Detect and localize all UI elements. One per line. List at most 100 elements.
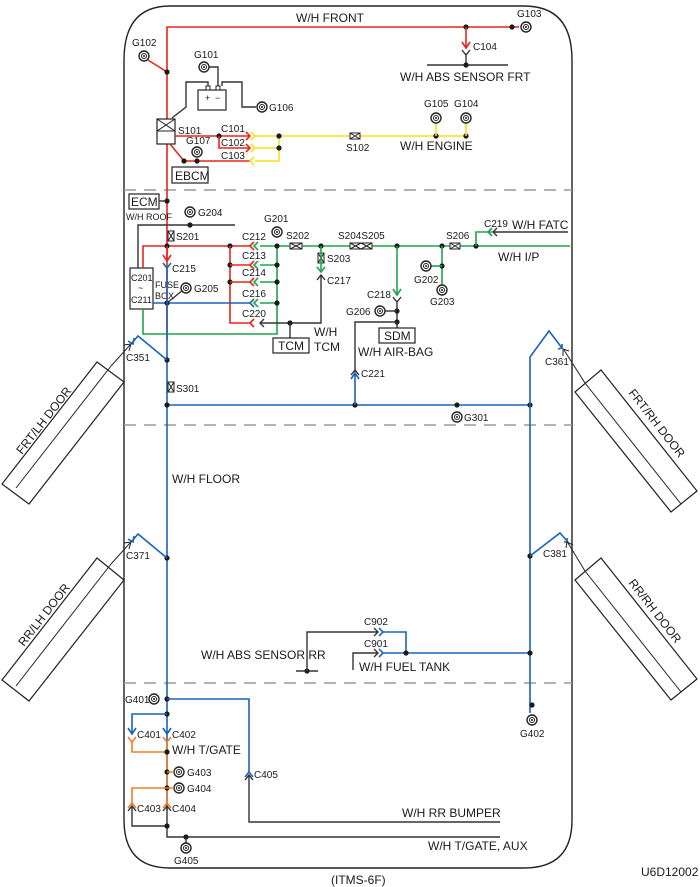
harness-label-floor: W/H FLOOR (172, 472, 240, 486)
connector-label-c901: C901 (364, 639, 388, 650)
ground-icon (184, 206, 196, 218)
ground-label-g104: G104 (454, 99, 479, 110)
junction (454, 402, 460, 408)
door-rr-lh: RR/LH DOOR (1, 541, 132, 702)
door-rr-rh: RR/RH DOOR (565, 541, 698, 701)
connector-arrow (245, 131, 252, 141)
wire (131, 713, 167, 733)
connector-arrow (259, 318, 265, 328)
harness-label-rr-bumper: W/H RR BUMPER (402, 806, 501, 820)
ebcm-module (171, 166, 209, 184)
connector-label-c402: C402 (172, 730, 196, 741)
tcm-module (272, 337, 310, 354)
ebcm-label: EBCM (175, 169, 210, 183)
wire (306, 631, 378, 671)
ground-icon (526, 714, 538, 726)
wire (435, 122, 467, 136)
ground-label-g205: G205 (194, 284, 219, 295)
ground-label-g107: G107 (186, 136, 211, 147)
ground-icon (180, 282, 192, 294)
connector-label-c214: C214 (242, 268, 266, 279)
junction (527, 650, 533, 656)
sdm-module (378, 327, 416, 344)
wire (255, 148, 280, 162)
connector-label-c101: C101 (221, 124, 245, 135)
connector-arrow (350, 371, 360, 380)
connector-arrow (316, 266, 326, 274)
ground-label-g202: G202 (414, 275, 439, 286)
junction (463, 62, 469, 68)
junction (181, 158, 187, 164)
connector-arrow (248, 298, 255, 308)
connector-label-c404: C404 (172, 804, 196, 815)
connector-label-c215: C215 (172, 264, 196, 275)
connector-arrow (244, 770, 254, 778)
tcm-label: TCM (278, 339, 304, 353)
ground-icon (173, 766, 185, 778)
junction (274, 262, 280, 268)
connector-label-c361: C361 (545, 357, 569, 368)
ground-label-g106: G106 (269, 103, 294, 114)
connector-arrow (250, 131, 257, 141)
harness-label-fatc: W/H FATC (512, 218, 569, 232)
wire (131, 742, 168, 807)
junction (274, 279, 280, 285)
junction (164, 198, 170, 204)
wire (255, 136, 280, 149)
connector-arrow (245, 143, 252, 153)
wire (378, 648, 530, 658)
ground-icon (198, 61, 210, 73)
ground-icon (520, 21, 532, 33)
connector-label-c103: C103 (221, 151, 245, 162)
ground-icon (256, 101, 268, 113)
splice-label-s206: S206 (446, 231, 470, 242)
wire (169, 143, 185, 162)
wire (354, 321, 397, 372)
ground-label-g404: G404 (187, 784, 212, 795)
connector-arrow (392, 288, 402, 297)
ground-label-g405: G405 (174, 856, 199, 867)
harness-label-front: W/H FRONT (296, 11, 365, 25)
connector-label-c104: C104 (473, 42, 497, 53)
junction (529, 702, 535, 708)
ground-label-g103: G103 (517, 9, 542, 20)
harness-label-tcm-1: W/H (314, 325, 337, 339)
junction (164, 69, 170, 75)
fuse-box (129, 267, 154, 310)
wire (131, 806, 500, 838)
harness-label-tgate-aux: W/H T/GATE, AUX (428, 839, 528, 853)
junction (164, 749, 170, 755)
ground-label-g204: G204 (198, 208, 223, 219)
fuse-range-bot: C211 (131, 295, 152, 305)
ground-icon (173, 782, 185, 794)
junction (274, 300, 280, 306)
connector-label-c219: C219 (484, 219, 508, 230)
connector-arrow (162, 254, 172, 263)
harness-label-engine: W/H ENGINE (400, 139, 473, 153)
wire (167, 698, 250, 772)
wire (229, 246, 250, 324)
battery-icon (197, 89, 227, 111)
battery-minus: − (215, 93, 220, 103)
junction (187, 222, 193, 228)
wire (378, 627, 407, 653)
ground-label-g206: G206 (346, 307, 371, 318)
wire (230, 264, 250, 283)
connector-label-c218: C218 (367, 290, 391, 301)
connector-label-c217: C217 (327, 276, 351, 287)
sdm-label: SDM (384, 329, 411, 343)
ground-icon (460, 112, 472, 124)
connector-label-c351: C351 (126, 353, 150, 364)
harness-label-tcm-2: TCM (314, 340, 340, 354)
ground-label-g203: G203 (430, 297, 455, 308)
splice-label-s301: S301 (176, 384, 200, 395)
junction (403, 650, 409, 656)
wire-front-trunk (166, 26, 519, 340)
connector-arrow (461, 41, 471, 50)
harness-label-abs-frt: W/H ABS SENSOR FRT (400, 70, 531, 84)
ground-label-g101: G101 (194, 50, 219, 61)
connector-label-c902: C902 (364, 617, 388, 628)
junction (274, 243, 280, 249)
connector-label-c405: C405 (254, 770, 278, 781)
